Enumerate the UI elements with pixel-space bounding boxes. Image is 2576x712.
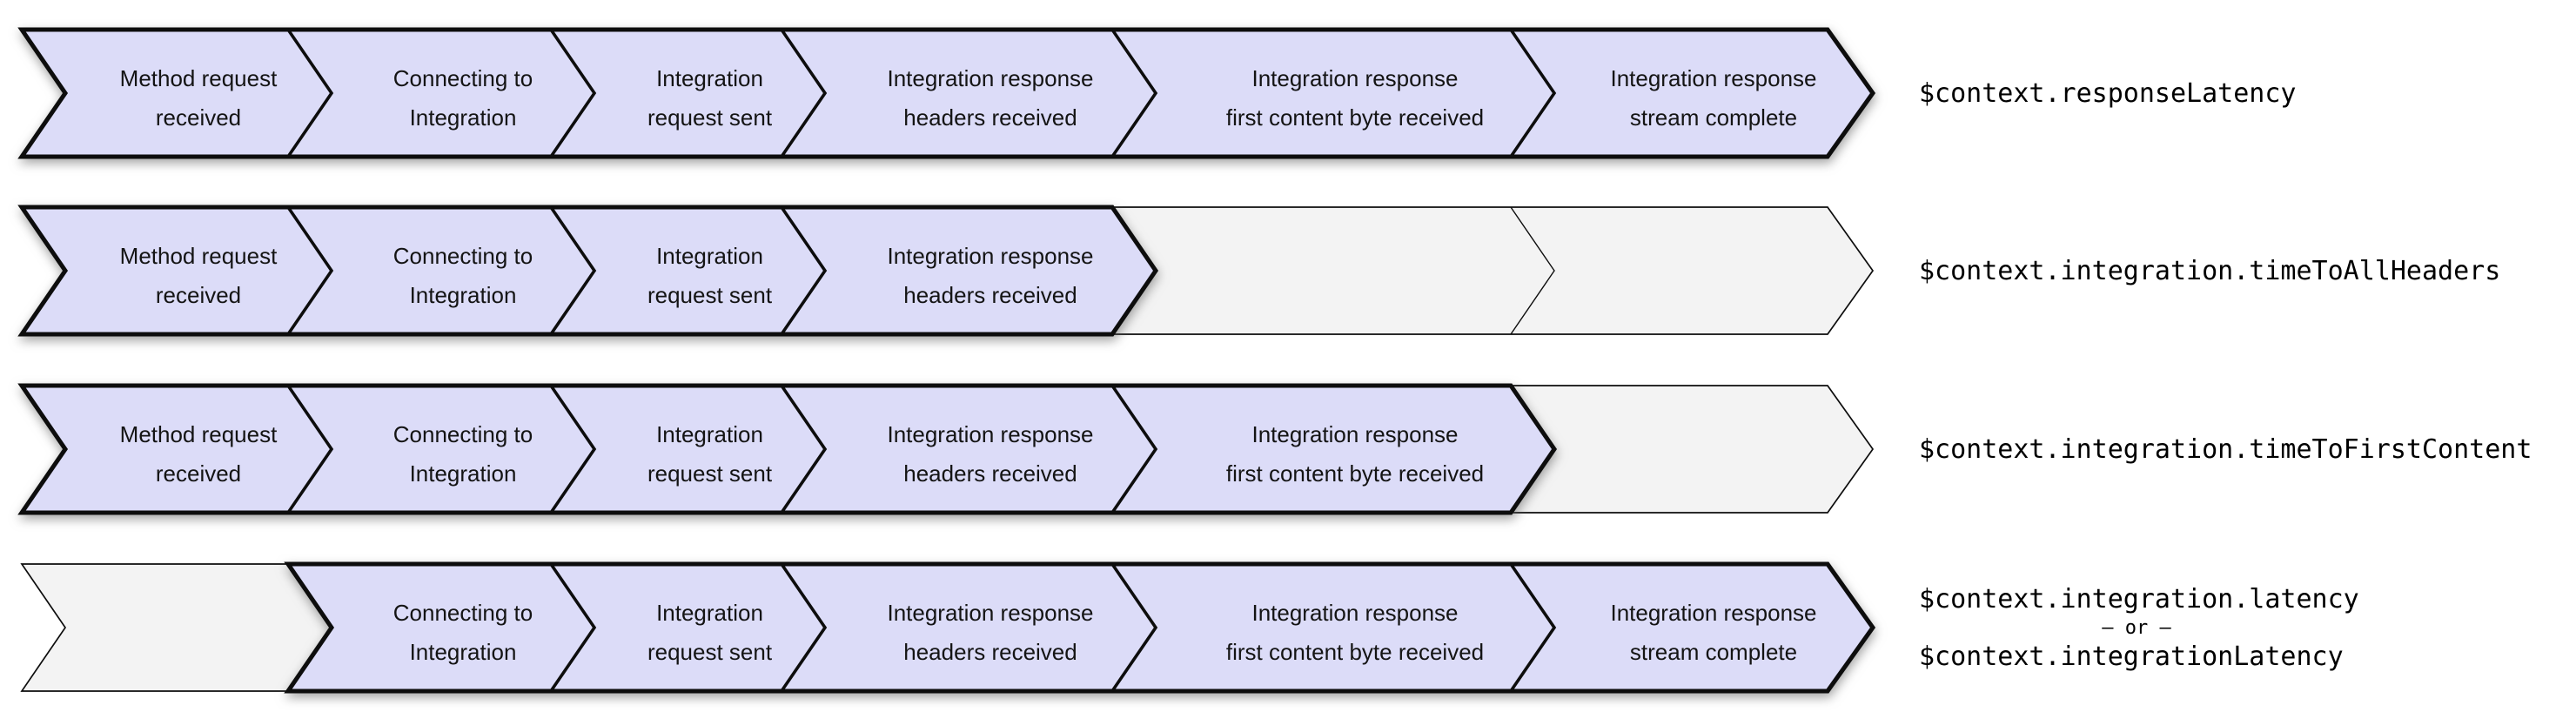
stage-group — [17, 383, 1558, 515]
empty-chevron-band — [1509, 385, 1875, 514]
chevron-separator — [549, 562, 597, 693]
stage-label: Integration response — [1610, 65, 1816, 91]
chevron-separator — [780, 384, 828, 514]
chevron-separator — [1509, 562, 1557, 693]
chevron-separator — [1509, 28, 1557, 158]
chevron-separator — [549, 28, 597, 158]
chevron-separator — [1110, 384, 1158, 514]
stage-label: headers received — [903, 460, 1077, 487]
stage-label: first content byte received — [1226, 104, 1484, 131]
stage-label: Integration — [656, 65, 763, 91]
stage-label: Connecting to — [393, 243, 533, 269]
stage-label: stream complete — [1630, 639, 1797, 665]
chevron-separator — [286, 384, 334, 514]
stage-label: headers received — [903, 104, 1077, 131]
metric-label: $context.integration.timeToFirstContent — [1919, 434, 2532, 465]
stage-label: Connecting to — [393, 65, 533, 91]
empty-group — [1110, 206, 1875, 335]
stage-label: Integration — [656, 600, 763, 626]
chevron-separator — [549, 384, 597, 514]
metric-label: $context.integration.timeToAllHeaders — [1919, 256, 2500, 286]
metric-label: $context.integrationLatency — [1919, 641, 2344, 672]
stage-label: request sent — [647, 104, 773, 131]
chevron-separator — [286, 205, 334, 336]
stage-label: Method request — [120, 243, 278, 269]
stage-chevron-band — [284, 561, 1876, 694]
stage-label: headers received — [903, 639, 1077, 665]
stage-label: request sent — [647, 460, 773, 487]
metric-label: – or – — [2102, 617, 2171, 639]
stage-label: Integration response — [1251, 600, 1458, 626]
chevron-separator — [780, 562, 828, 693]
stage-label: Integration response — [887, 600, 1093, 626]
stage-chevron-band — [17, 205, 1159, 337]
stage-label: Integration — [656, 243, 763, 269]
latency-flow-row: Connecting toIntegrationIntegrationreque… — [20, 561, 2359, 694]
stage-label: headers received — [903, 282, 1077, 308]
stage-label: Integration — [656, 421, 763, 447]
stage-label: Integration — [410, 460, 517, 487]
stage-label: first content byte received — [1226, 639, 1484, 665]
stage-group — [284, 561, 1876, 694]
stage-label: Integration response — [1610, 600, 1816, 626]
stage-label: Connecting to — [393, 600, 533, 626]
latency-flow-row: Method request received Connecting to Integ… — [17, 205, 2500, 337]
stage-group — [17, 205, 1159, 337]
chevron-separator — [1510, 206, 1555, 335]
stage-label: Method request — [120, 65, 278, 91]
stage-label: received — [156, 282, 241, 308]
latency-flow-row: Method request received Connecting to Integ… — [17, 383, 2532, 515]
stage-label: Integration response — [887, 243, 1093, 269]
empty-group — [20, 563, 333, 692]
empty-chevron-band — [1110, 206, 1875, 335]
stage-label: stream complete — [1630, 104, 1797, 131]
stage-label: Connecting to — [393, 421, 533, 447]
stage-label: first content byte received — [1226, 460, 1484, 487]
stage-label: received — [156, 460, 241, 487]
stage-chevron-band — [17, 27, 1876, 159]
stage-label: Integration response — [887, 421, 1093, 447]
stage-label: request sent — [647, 639, 773, 665]
chevron-separator — [780, 205, 828, 336]
chevron-separator — [286, 28, 334, 158]
empty-group — [1509, 385, 1875, 514]
chevron-separator — [549, 205, 597, 336]
stage-label: Integration response — [1251, 421, 1458, 447]
metric-label: $context.integration.latency — [1919, 584, 2359, 615]
stage-chevron-band — [17, 383, 1558, 515]
empty-chevron-band — [20, 563, 333, 692]
metric-label: $context.responseLatency — [1919, 78, 2296, 109]
stage-label: Integration response — [1251, 65, 1458, 91]
stage-label: received — [156, 104, 241, 131]
chevron-separator — [780, 28, 828, 158]
chevron-separator — [1110, 28, 1158, 158]
stage-label: Integration — [410, 104, 517, 131]
stage-label: request sent — [647, 282, 773, 308]
latency-flow-row: Method request received Connecting to Integ… — [17, 27, 2296, 159]
stage-label: Integration — [410, 282, 517, 308]
stage-label: Method request — [120, 421, 278, 447]
stage-label: Integration response — [887, 65, 1093, 91]
stage-group — [17, 27, 1876, 159]
chevron-separator — [1110, 562, 1158, 693]
stage-label: Integration — [410, 639, 517, 665]
